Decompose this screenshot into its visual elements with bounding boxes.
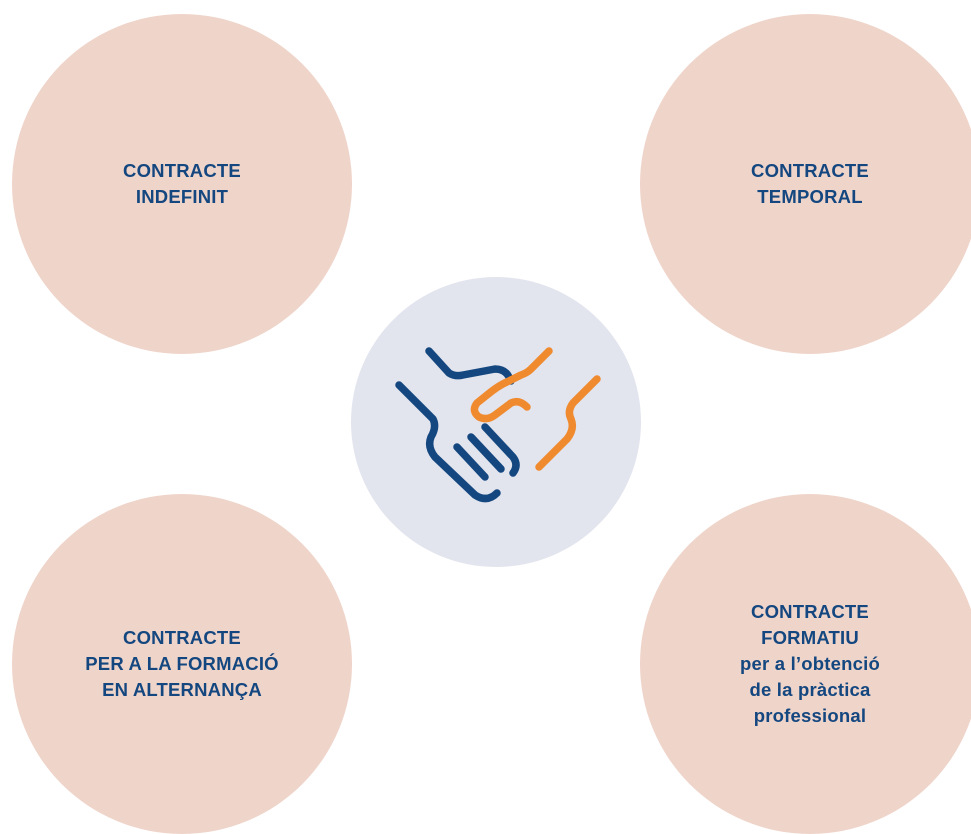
contract-indefinit-label: CONTRACTE INDEFINIT bbox=[123, 158, 241, 210]
handshake-icon bbox=[395, 347, 601, 503]
label-line: CONTRACTE bbox=[123, 627, 241, 648]
label-line: PER A LA FORMACIÓ bbox=[85, 653, 279, 674]
handshake-orange-hand bbox=[470, 347, 601, 471]
contract-practica-bubble: CONTRACTE FORMATIU per a l’obtenció de l… bbox=[640, 494, 971, 834]
handshake-circle bbox=[351, 277, 641, 567]
contract-indefinit-bubble: CONTRACTE INDEFINIT bbox=[12, 14, 352, 354]
label-line: de la pràctica bbox=[749, 679, 871, 700]
label-line: professional bbox=[753, 705, 867, 726]
contract-temporal-label: CONTRACTE TEMPORAL bbox=[751, 158, 869, 210]
contract-alternanca-label: CONTRACTE PER A LA FORMACIÓ EN ALTERNANÇ… bbox=[85, 625, 279, 703]
label-line: INDEFINIT bbox=[135, 186, 229, 207]
label-line: CONTRACTE bbox=[123, 160, 241, 181]
contract-practica-label: CONTRACTE FORMATIU per a l’obtenció de l… bbox=[740, 599, 880, 729]
contract-alternanca-bubble: CONTRACTE PER A LA FORMACIÓ EN ALTERNANÇ… bbox=[12, 494, 352, 834]
label-line: TEMPORAL bbox=[757, 186, 863, 207]
label-line: per a l’obtenció bbox=[740, 653, 880, 674]
handshake-blue-hand bbox=[395, 347, 520, 503]
label-line: CONTRACTE bbox=[751, 601, 869, 622]
label-line: CONTRACTE bbox=[751, 160, 869, 181]
label-line: FORMATIU bbox=[761, 627, 859, 648]
label-line: EN ALTERNANÇA bbox=[102, 679, 262, 700]
contract-temporal-bubble: CONTRACTE TEMPORAL bbox=[640, 14, 971, 354]
